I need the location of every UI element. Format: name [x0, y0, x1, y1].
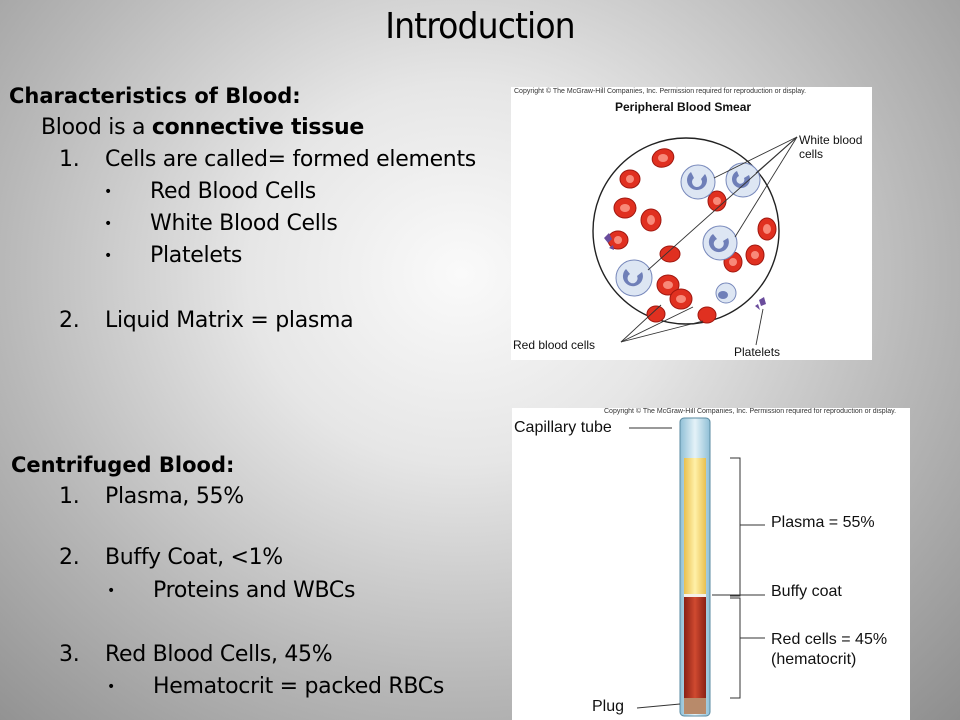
bullet-item: • Proteins and WBCs [107, 578, 355, 603]
blood-tissue-prefix: Blood is a [41, 115, 152, 140]
item-text: Plasma, 55% [105, 484, 244, 509]
tube-copyright: Copyright © The McGraw-Hill Companies, I… [604, 408, 897, 415]
list-item: 3. Red Blood Cells, 45% [59, 642, 333, 667]
bullet-text: Red Blood Cells [150, 179, 316, 204]
item-number: 1. [59, 147, 80, 172]
bullet-text: Hematocrit = packed RBCs [153, 674, 444, 699]
label-plasma: Plasma = 55% [771, 514, 875, 531]
label-buffy-coat: Buffy coat [771, 583, 842, 600]
connective-tissue-text: connective tissue [151, 115, 364, 140]
item-text: Cells are called= formed elements [105, 147, 476, 172]
label-platelets: Platelets [734, 345, 781, 359]
label-capillary-tube: Capillary tube [514, 419, 612, 436]
bullet-item: • Red Blood Cells [104, 179, 316, 204]
smear-title: Peripheral Blood Smear [615, 100, 752, 114]
item-number: 1. [59, 484, 80, 509]
label-red-cells: Red cells = 45% [771, 631, 888, 648]
bullet-item: • White Blood Cells [104, 211, 338, 236]
bullet-text: Platelets [150, 243, 243, 268]
item-number: 2. [59, 308, 80, 333]
item-text: Red Blood Cells, 45% [105, 642, 333, 667]
item-number: 2. [59, 545, 80, 570]
tube-illustration [629, 417, 765, 717]
list-item: 1. Plasma, 55% [59, 484, 244, 509]
bullet-icon: • [104, 216, 112, 232]
label-hematocrit: (hematocrit) [771, 651, 857, 668]
bullet-icon: • [104, 248, 112, 264]
label-cells: cells [799, 147, 824, 161]
blood-smear-figure: Copyright © The McGraw-Hill Companies, I… [511, 87, 872, 360]
label-red-blood-cells: Red blood cells [513, 338, 596, 352]
item-text: Buffy Coat, <1% [105, 545, 283, 570]
item-text: Liquid Matrix = plasma [105, 308, 354, 333]
list-item: 1. Cells are called= formed elements [59, 147, 476, 172]
bullet-item: • Hematocrit = packed RBCs [107, 674, 444, 699]
centrifuged-heading: Centrifuged Blood: [11, 453, 235, 477]
smear-copyright: Copyright © The McGraw-Hill Companies, I… [514, 88, 807, 95]
blood-tissue-line: Blood is a connective tissue [41, 115, 364, 140]
bullet-item: • Platelets [104, 243, 242, 268]
list-item: 2. Buffy Coat, <1% [59, 545, 283, 570]
smear-illustration [592, 136, 798, 346]
bullet-icon: • [104, 184, 112, 200]
bullet-icon: • [107, 583, 115, 599]
label-white-blood: White blood [799, 133, 863, 147]
bullet-text: White Blood Cells [150, 211, 338, 236]
label-plug: Plug [592, 698, 625, 715]
bullet-text: Proteins and WBCs [153, 578, 356, 603]
characteristics-heading: Characteristics of Blood: [9, 84, 301, 108]
item-number: 3. [59, 642, 80, 667]
bullet-icon: • [107, 679, 115, 695]
capillary-tube-figure: Copyright © The McGraw-Hill Companies, I… [512, 408, 910, 720]
list-item: 2. Liquid Matrix = plasma [59, 308, 354, 333]
slide-title: Introduction [385, 6, 575, 47]
